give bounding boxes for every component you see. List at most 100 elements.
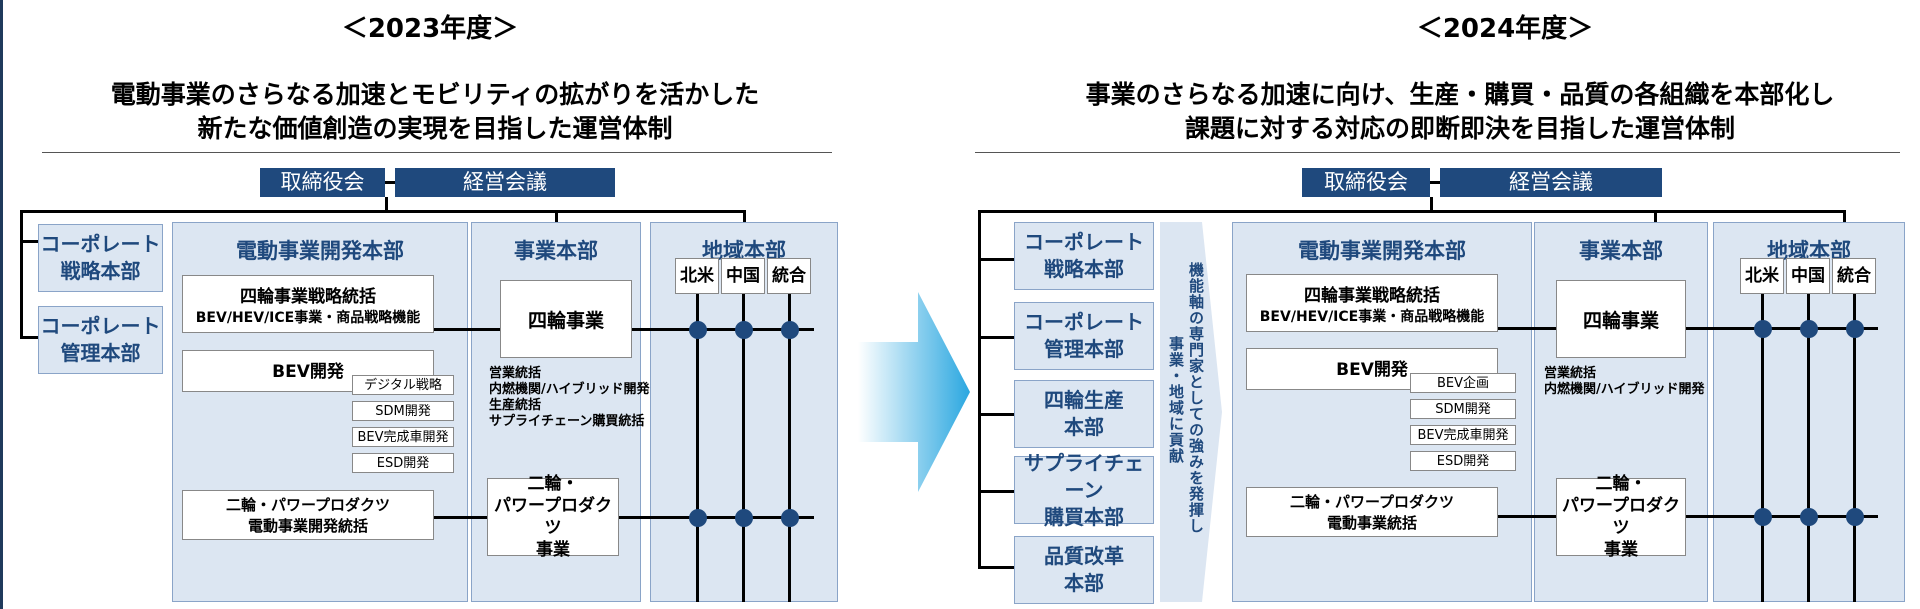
left-dot xyxy=(689,321,707,339)
right-conn-auto1 xyxy=(1498,327,1556,330)
left-tree-bar xyxy=(20,210,745,213)
left-connector xyxy=(385,181,395,184)
left-auto-biz-box: 四輪事業 xyxy=(500,280,632,358)
right-corporate-strategy: コーポレート 戦略本部 xyxy=(1014,222,1154,290)
left-bev-dev-box: BEV開発 xyxy=(182,350,434,392)
right-management-box: 経営会議 xyxy=(1440,168,1662,197)
right-auto-biz-box: 四輪事業 xyxy=(1556,280,1686,358)
frame-edge xyxy=(0,0,3,609)
right-quality-reform: 品質改革 本部 xyxy=(1014,536,1154,604)
year-2024-label: ＜2024年度＞ xyxy=(1416,14,1594,44)
right-region-line-na xyxy=(1761,294,1764,602)
left-tree-down xyxy=(20,210,23,338)
left-subtitle-line2: 新たな価値創造の実現を目指した運営体制 xyxy=(197,114,673,143)
right-sub-item-4: ESD開発 xyxy=(1410,451,1516,471)
left-region-na: 北米 xyxy=(675,258,719,294)
left-biz-notes: 営業統括 内燃機関/ハイブリッド開発 生産統括 サプライチェーン購買統括 xyxy=(489,366,650,429)
left-branch-region xyxy=(743,210,746,224)
right-branch xyxy=(978,566,1014,569)
left-dot xyxy=(735,321,753,339)
right-moto-biz-line2: パワープロダクツ xyxy=(1562,496,1680,538)
right-conn-moto2 xyxy=(1686,515,1878,518)
right-sub-item-3: BEV完成車開発 xyxy=(1410,425,1516,445)
right-ev-hq-title: 電動事業開発本部 xyxy=(1298,239,1466,263)
left-board-box: 取締役会 xyxy=(260,168,385,197)
right-tree-down xyxy=(978,210,981,568)
left-region-cn: 中国 xyxy=(721,258,765,294)
right-divider xyxy=(975,152,1900,153)
left-region-int: 統合 xyxy=(767,258,811,294)
right-moto-biz-box: 二輪・ パワープロダクツ 事業 xyxy=(1556,474,1686,560)
right-dot xyxy=(1846,508,1864,526)
right-trunk xyxy=(1430,197,1433,211)
right-auto-biz-label: 四輪事業 xyxy=(1582,309,1659,332)
right-moto-ev-box: 二輪・パワープロダクツ 電動事業統括 xyxy=(1246,487,1498,537)
right-region-line-cn xyxy=(1807,294,1810,602)
right-branch-region xyxy=(1843,210,1846,224)
function-banner-col2: 事業・地域に貢献 xyxy=(1167,336,1185,464)
left-subtitle: 電動事業のさらなる加速とモビリティの拡がりを活かした 新たな価値創造の実現を目指… xyxy=(60,78,810,146)
left-moto-ev-line1: 二輪・パワープロダクツ xyxy=(225,496,391,514)
left-sub-item-2: SDM開発 xyxy=(352,401,454,421)
right-biz-hq-title: 事業本部 xyxy=(1579,239,1663,263)
left-sub-item-4: ESD開発 xyxy=(352,453,454,473)
left-region-line-na xyxy=(696,294,699,602)
left-corporate-management: コーポレート 管理本部 xyxy=(38,306,163,374)
right-moto-ev-line2: 電動事業統括 xyxy=(1326,514,1417,532)
left-auto-strategy-line1: 四輪事業戦略統括 xyxy=(240,286,376,307)
left-dot xyxy=(689,509,707,527)
right-subtitle-line1: 事業のさらなる加速に向け、生産・購買・品質の各組織を本部化し xyxy=(1085,80,1835,109)
right-branch xyxy=(978,336,1014,339)
right-branch xyxy=(978,413,1014,416)
right-branch xyxy=(978,258,1014,261)
left-branch-biz xyxy=(555,210,558,224)
right-dot xyxy=(1800,508,1818,526)
right-region-line-int xyxy=(1853,294,1856,602)
right-region-int: 統合 xyxy=(1832,258,1876,294)
right-conn-moto1 xyxy=(1498,515,1556,518)
left-branch1 xyxy=(20,240,38,243)
left-branch2 xyxy=(20,336,38,339)
left-moto-biz-line1: 二輪・ xyxy=(527,474,579,494)
right-moto-biz-line3: 事業 xyxy=(1604,540,1638,560)
left-subtitle-line1: 電動事業のさらなる加速とモビリティの拡がりを活かした xyxy=(110,80,760,109)
right-auto-strategy-line2: BEV/HEV/ICE事業・商品戦略機能 xyxy=(1259,308,1485,325)
right-moto-ev-line1: 二輪・パワープロダクツ xyxy=(1289,493,1455,511)
right-sub-item-1: BEV企画 xyxy=(1410,373,1516,393)
left-divider xyxy=(42,152,832,153)
left-bev-dev-label: BEV開発 xyxy=(272,362,344,382)
left-corporate-strategy: コーポレート 戦略本部 xyxy=(38,224,163,292)
right-dot xyxy=(1846,320,1864,338)
left-region-line-cn xyxy=(742,294,745,602)
left-sub-item-3: BEV完成車開発 xyxy=(352,427,454,447)
function-banner-col1: 機能軸の専門家としての強みを発揮し xyxy=(1187,262,1205,534)
right-subtitle-line2: 課題に対する対応の即断即決を目指した運営体制 xyxy=(1184,114,1735,143)
left-conn-moto2 xyxy=(619,516,814,519)
right-auto-strategy-box: 四輪事業戦略統括 BEV/HEV/ICE事業・商品戦略機能 xyxy=(1246,274,1498,332)
right-conn-auto2 xyxy=(1686,327,1878,330)
right-auto-strategy-line1: 四輪事業戦略統括 xyxy=(1304,285,1440,306)
left-moto-biz-box: 二輪・ パワープロダクツ 事業 xyxy=(487,474,619,560)
left-moto-biz-line3: 事業 xyxy=(536,540,570,560)
left-region-line-int xyxy=(788,294,791,602)
left-conn-auto1 xyxy=(434,328,500,331)
left-auto-biz-label: 四輪事業 xyxy=(527,309,604,332)
left-auto-strategy-box: 四輪事業戦略統括 BEV/HEV/ICE事業・商品戦略機能 xyxy=(182,275,434,333)
year-2023-label: ＜2023年度＞ xyxy=(341,14,519,44)
function-banner-shape xyxy=(1160,222,1222,602)
right-dot xyxy=(1754,320,1772,338)
left-management-box: 経営会議 xyxy=(395,168,615,197)
left-auto-strategy-line2: BEV/HEV/ICE事業・商品戦略機能 xyxy=(195,309,421,326)
left-conn-moto1 xyxy=(434,516,487,519)
right-supply-chain: サプライチェーン 購買本部 xyxy=(1014,451,1154,529)
right-board-box: 取締役会 xyxy=(1302,168,1430,197)
right-biz-notes: 営業統括 内燃機関/ハイブリッド開発 xyxy=(1544,366,1705,397)
left-dot xyxy=(781,321,799,339)
left-dot xyxy=(781,509,799,527)
right-branch xyxy=(978,490,1014,493)
left-ev-hq-title: 電動事業開発本部 xyxy=(236,239,404,263)
right-corporate-management: コーポレート 管理本部 xyxy=(1014,302,1154,370)
left-moto-ev-box: 二輪・パワープロダクツ 電動事業開発統括 xyxy=(182,490,434,540)
right-region-cn: 中国 xyxy=(1786,258,1830,294)
right-dot xyxy=(1800,320,1818,338)
